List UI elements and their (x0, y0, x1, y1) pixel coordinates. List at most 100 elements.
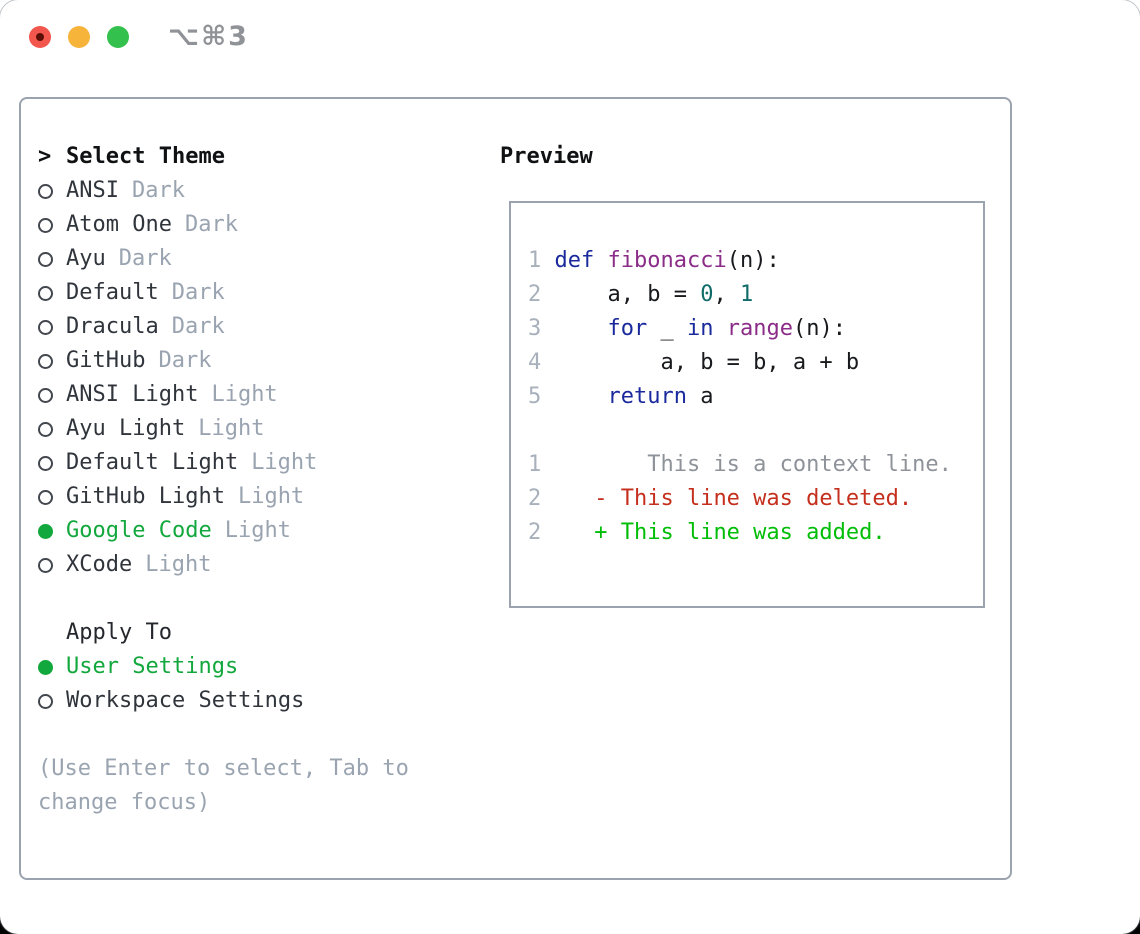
theme-option[interactable]: Ayu Dark (38, 242, 478, 276)
apply-rows: User Settings Workspace Settings (38, 650, 478, 718)
keyboard-shortcut-label: ⌥⌘3 (168, 21, 249, 52)
theme-option[interactable]: GitHub Dark (38, 344, 478, 378)
selection-caret: > (38, 144, 52, 169)
code-line: 3 for _ in range(n): (528, 312, 977, 346)
list-title: Select Theme (66, 144, 225, 169)
spacer-row (38, 582, 478, 616)
code-token: 5 (528, 384, 542, 409)
apply-to-label: User Settings (66, 654, 239, 679)
radio-icon (38, 285, 53, 301)
theme-option[interactable]: Default Dark (38, 276, 478, 310)
code-token: - This line was deleted. (594, 486, 913, 511)
theme-option[interactable]: Dracula Dark (38, 310, 478, 344)
code-token: 3 (528, 316, 542, 341)
theme-name: GitHub (66, 348, 146, 373)
theme-name: Atom One (66, 212, 172, 237)
theme-name: Ayu (66, 246, 106, 271)
apply-to-option[interactable]: Workspace Settings (38, 684, 478, 718)
close-button[interactable] (29, 26, 51, 48)
code-token (541, 316, 607, 341)
code-token: 1 (528, 248, 542, 273)
zoom-button[interactable] (107, 26, 129, 48)
theme-variant: Dark (171, 280, 225, 305)
code-token: 2 (528, 520, 542, 545)
code-token (713, 316, 726, 341)
code-token: def (554, 248, 595, 273)
theme-variant: Light (237, 484, 305, 509)
theme-name: Default (66, 280, 159, 305)
theme-option[interactable]: Default Light Light (38, 446, 478, 480)
code-line: 1 This is a context line. (528, 448, 977, 482)
code-token: 1 (739, 282, 754, 307)
code-line: 2 + This line was added. (528, 516, 977, 550)
theme-name: Dracula (66, 314, 159, 339)
apply-to-option[interactable]: User Settings (38, 650, 478, 684)
code-token: + This line was added. (594, 520, 886, 545)
spacer-row (38, 718, 478, 752)
theme-variant: Dark (131, 178, 185, 203)
radio-icon (38, 693, 53, 709)
theme-option[interactable]: ANSI Dark (38, 174, 478, 208)
code-line: 4 a, b = b, a + b (528, 346, 977, 380)
radio-icon (38, 217, 53, 233)
code-token (594, 248, 607, 273)
code-token: a (686, 384, 714, 409)
radio-icon (38, 523, 53, 539)
hint-line-1: (Use Enter to select, Tab to (38, 756, 409, 781)
code-token: return (607, 384, 687, 409)
radio-icon (38, 319, 53, 335)
code-token: This is a context line. (541, 452, 952, 477)
code-line: 1 def fibonacci(n): (528, 244, 977, 278)
code-token (541, 248, 554, 273)
code-line: 5 return a (528, 380, 977, 414)
code-token: , (713, 282, 740, 307)
theme-name: ANSI (66, 178, 119, 203)
code-token: a, b = b, a + b (541, 350, 860, 375)
theme-list-header: > Select Theme (38, 140, 478, 174)
code-line (528, 414, 977, 448)
code-token: fibonacci (607, 248, 727, 273)
apply-to-header: Apply To (38, 616, 478, 650)
code-token: _ (647, 316, 687, 341)
theme-name: ANSI Light (66, 382, 199, 407)
radio-icon (38, 251, 53, 267)
code-token: (n): (726, 248, 780, 273)
theme-variant: Dark (158, 348, 212, 373)
radio-icon (38, 183, 53, 199)
theme-option[interactable]: GitHub Light Light (38, 480, 478, 514)
preview-title: Preview (500, 144, 593, 169)
code-token: 1 (528, 452, 542, 477)
code-token: for (607, 316, 648, 341)
theme-variant: Dark (118, 246, 172, 271)
radio-icon (38, 353, 53, 369)
code-token: (n): (792, 316, 846, 341)
code-token: range (726, 316, 793, 341)
code-token: in (686, 316, 714, 341)
theme-variant: Dark (171, 314, 225, 339)
theme-name: GitHub Light (66, 484, 225, 509)
minimize-button[interactable] (68, 26, 90, 48)
code-token: 2 (528, 282, 542, 307)
code-token (541, 520, 594, 545)
theme-variant: Light (145, 552, 212, 577)
hint-line-2: change focus) (38, 790, 211, 815)
code-token: 2 (528, 486, 542, 511)
apply-to-title: Apply To (66, 620, 172, 645)
traffic-lights (29, 26, 129, 48)
theme-name: Ayu Light (66, 416, 186, 441)
theme-name: Default Light (66, 450, 239, 475)
radio-icon (38, 659, 53, 675)
radio-icon (38, 421, 53, 437)
theme-variant: Light (251, 450, 318, 475)
code-token: 4 (528, 350, 542, 375)
titlebar: ⌥⌘3 (0, 0, 1140, 75)
